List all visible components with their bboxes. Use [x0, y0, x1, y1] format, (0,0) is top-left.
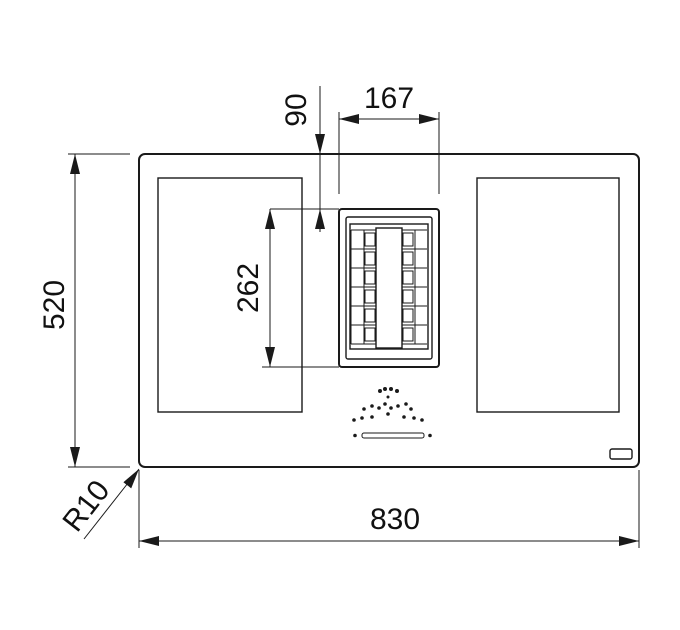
- vent-offset-label: 90: [280, 93, 313, 126]
- vent-height-label: 262: [232, 263, 265, 313]
- vent-slot: [402, 327, 414, 342]
- vent-grid: [350, 229, 427, 345]
- dimension-height: 520: [38, 153, 130, 468]
- status-indicator: [609, 448, 633, 460]
- vent-width-label: 167: [364, 82, 414, 115]
- control-slider: [361, 432, 425, 439]
- height-label: 520: [38, 280, 71, 330]
- vent-slot: [364, 270, 376, 285]
- vent-slot: [402, 251, 414, 266]
- dimension-radius: R10: [57, 468, 140, 540]
- vent-slot: [364, 327, 376, 342]
- vent-center-bar: [375, 227, 403, 349]
- vent-slot: [364, 251, 376, 266]
- width-label: 830: [370, 503, 420, 536]
- dimension-vent-offset: 90: [270, 86, 339, 232]
- vent-slot: [364, 308, 376, 323]
- dimension-vent-height: 262: [232, 209, 339, 368]
- left-cooking-zone: [157, 177, 303, 413]
- vent-slot: [364, 289, 376, 304]
- vent-slot: [402, 232, 414, 247]
- vent-slot: [402, 270, 414, 285]
- dimension-width: 830: [138, 470, 640, 548]
- dimension-vent-width: 167: [338, 82, 440, 194]
- vent-slot: [402, 289, 414, 304]
- right-cooking-zone: [476, 177, 620, 413]
- cooktop-outline: [138, 153, 640, 468]
- control-panel: [352, 387, 432, 439]
- radius-label: R10: [57, 474, 117, 538]
- central-vent: [338, 208, 440, 368]
- vent-slot: [402, 308, 414, 323]
- vent-slot: [364, 232, 376, 247]
